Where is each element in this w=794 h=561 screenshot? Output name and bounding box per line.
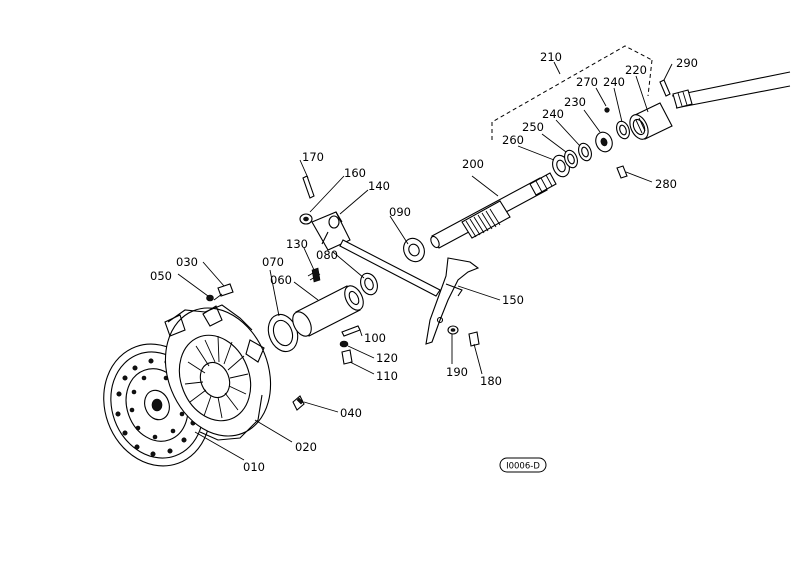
part-030-bolt[interactable] bbox=[213, 283, 234, 301]
part-240-ring[interactable] bbox=[576, 141, 593, 162]
label-110: 110 bbox=[376, 369, 398, 383]
label-170: 170 bbox=[302, 150, 324, 164]
label-240-upper: 240 bbox=[603, 75, 625, 89]
part-120-washer[interactable] bbox=[339, 340, 349, 348]
part-040-bolt[interactable] bbox=[292, 395, 305, 411]
assembly-210-bracket bbox=[491, 45, 653, 140]
leader-lines bbox=[177, 61, 673, 461]
part-160-nut[interactable] bbox=[299, 213, 313, 225]
label-050: 050 bbox=[150, 269, 172, 283]
label-220: 220 bbox=[625, 63, 647, 77]
part-130-spring-pin[interactable] bbox=[307, 267, 321, 283]
shaft-extension bbox=[671, 71, 791, 109]
part-250-ring[interactable] bbox=[562, 148, 579, 169]
label-250: 250 bbox=[522, 120, 544, 134]
label-180: 180 bbox=[480, 374, 502, 388]
part-230-bearing[interactable] bbox=[593, 130, 615, 154]
label-290: 290 bbox=[676, 56, 698, 70]
part-020-pressure-plate[interactable] bbox=[147, 292, 289, 452]
part-290-pin[interactable] bbox=[659, 79, 671, 97]
label-080: 080 bbox=[316, 248, 338, 262]
label-280: 280 bbox=[655, 177, 677, 191]
label-010: 010 bbox=[243, 460, 265, 474]
diagram-id-text: I0006-D bbox=[506, 462, 540, 472]
label-240: 240 bbox=[542, 107, 564, 121]
part-180-bolt[interactable] bbox=[468, 331, 480, 347]
part-200-shaft[interactable] bbox=[429, 172, 557, 249]
diagram-id-badge: I0006-D bbox=[499, 457, 547, 473]
part-280-pin[interactable] bbox=[616, 165, 628, 179]
part-110-bolt[interactable] bbox=[341, 349, 353, 365]
label-140: 140 bbox=[368, 179, 390, 193]
label-030: 030 bbox=[176, 255, 198, 269]
part-190-washer[interactable] bbox=[447, 325, 459, 335]
part-170-pin[interactable] bbox=[302, 175, 315, 199]
label-200: 200 bbox=[462, 157, 484, 171]
part-100-pin[interactable] bbox=[341, 325, 361, 337]
part-270-ball[interactable] bbox=[604, 107, 610, 113]
label-090: 090 bbox=[389, 205, 411, 219]
callout-labels: 010 020 030 040 050 060 070 080 090 100 … bbox=[150, 50, 698, 474]
part-060-sleeve[interactable] bbox=[289, 283, 367, 339]
label-130: 130 bbox=[286, 237, 308, 251]
part-150-lever[interactable] bbox=[425, 257, 480, 345]
part-050-washer[interactable] bbox=[206, 294, 214, 302]
label-120: 120 bbox=[376, 351, 398, 365]
part-070-seal[interactable] bbox=[263, 310, 302, 355]
label-070: 070 bbox=[262, 255, 284, 269]
part-080-seal[interactable] bbox=[358, 271, 381, 297]
label-260: 260 bbox=[502, 133, 524, 147]
label-210: 210 bbox=[540, 50, 562, 64]
label-060: 060 bbox=[270, 273, 292, 287]
assembly-210-bracket-lower bbox=[647, 59, 653, 97]
label-020: 020 bbox=[295, 440, 317, 454]
label-230: 230 bbox=[564, 95, 586, 109]
part-090-bearing[interactable] bbox=[400, 235, 428, 265]
label-150: 150 bbox=[502, 293, 524, 307]
part-240-ring-2[interactable] bbox=[614, 119, 631, 140]
label-160: 160 bbox=[344, 166, 366, 180]
label-190: 190 bbox=[446, 365, 468, 379]
part-140-release-fork[interactable] bbox=[311, 211, 441, 297]
label-100: 100 bbox=[364, 331, 386, 345]
label-270: 270 bbox=[576, 75, 598, 89]
part-220-coupling[interactable] bbox=[626, 102, 673, 142]
label-040: 040 bbox=[340, 406, 362, 420]
